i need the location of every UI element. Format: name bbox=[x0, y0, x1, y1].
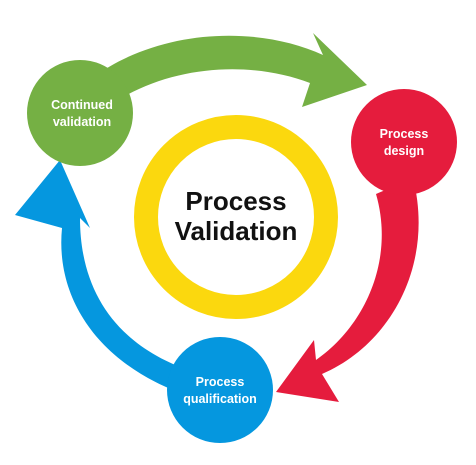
node-process-design: Process design bbox=[351, 89, 457, 195]
node-process-design-line1: Process bbox=[380, 127, 429, 141]
center-title-line2: Validation bbox=[175, 216, 298, 246]
node-process-qualification-line1: Process bbox=[196, 375, 245, 389]
center-title-line1: Process bbox=[185, 186, 286, 216]
arrow-design-to-qualification bbox=[276, 178, 419, 402]
arrow-continued-to-design bbox=[92, 33, 367, 107]
node-process-design-line2: design bbox=[384, 144, 424, 158]
center-ring bbox=[134, 115, 338, 319]
node-process-qualification: Process qualification bbox=[167, 337, 273, 443]
node-process-qualification-line2: qualification bbox=[183, 392, 257, 406]
arrow-qualification-to-continued bbox=[15, 160, 194, 392]
node-continued-validation-line1: Continued bbox=[51, 98, 113, 112]
node-continued-validation-line2: validation bbox=[53, 115, 111, 129]
node-continued-validation: Continued validation bbox=[27, 60, 133, 166]
